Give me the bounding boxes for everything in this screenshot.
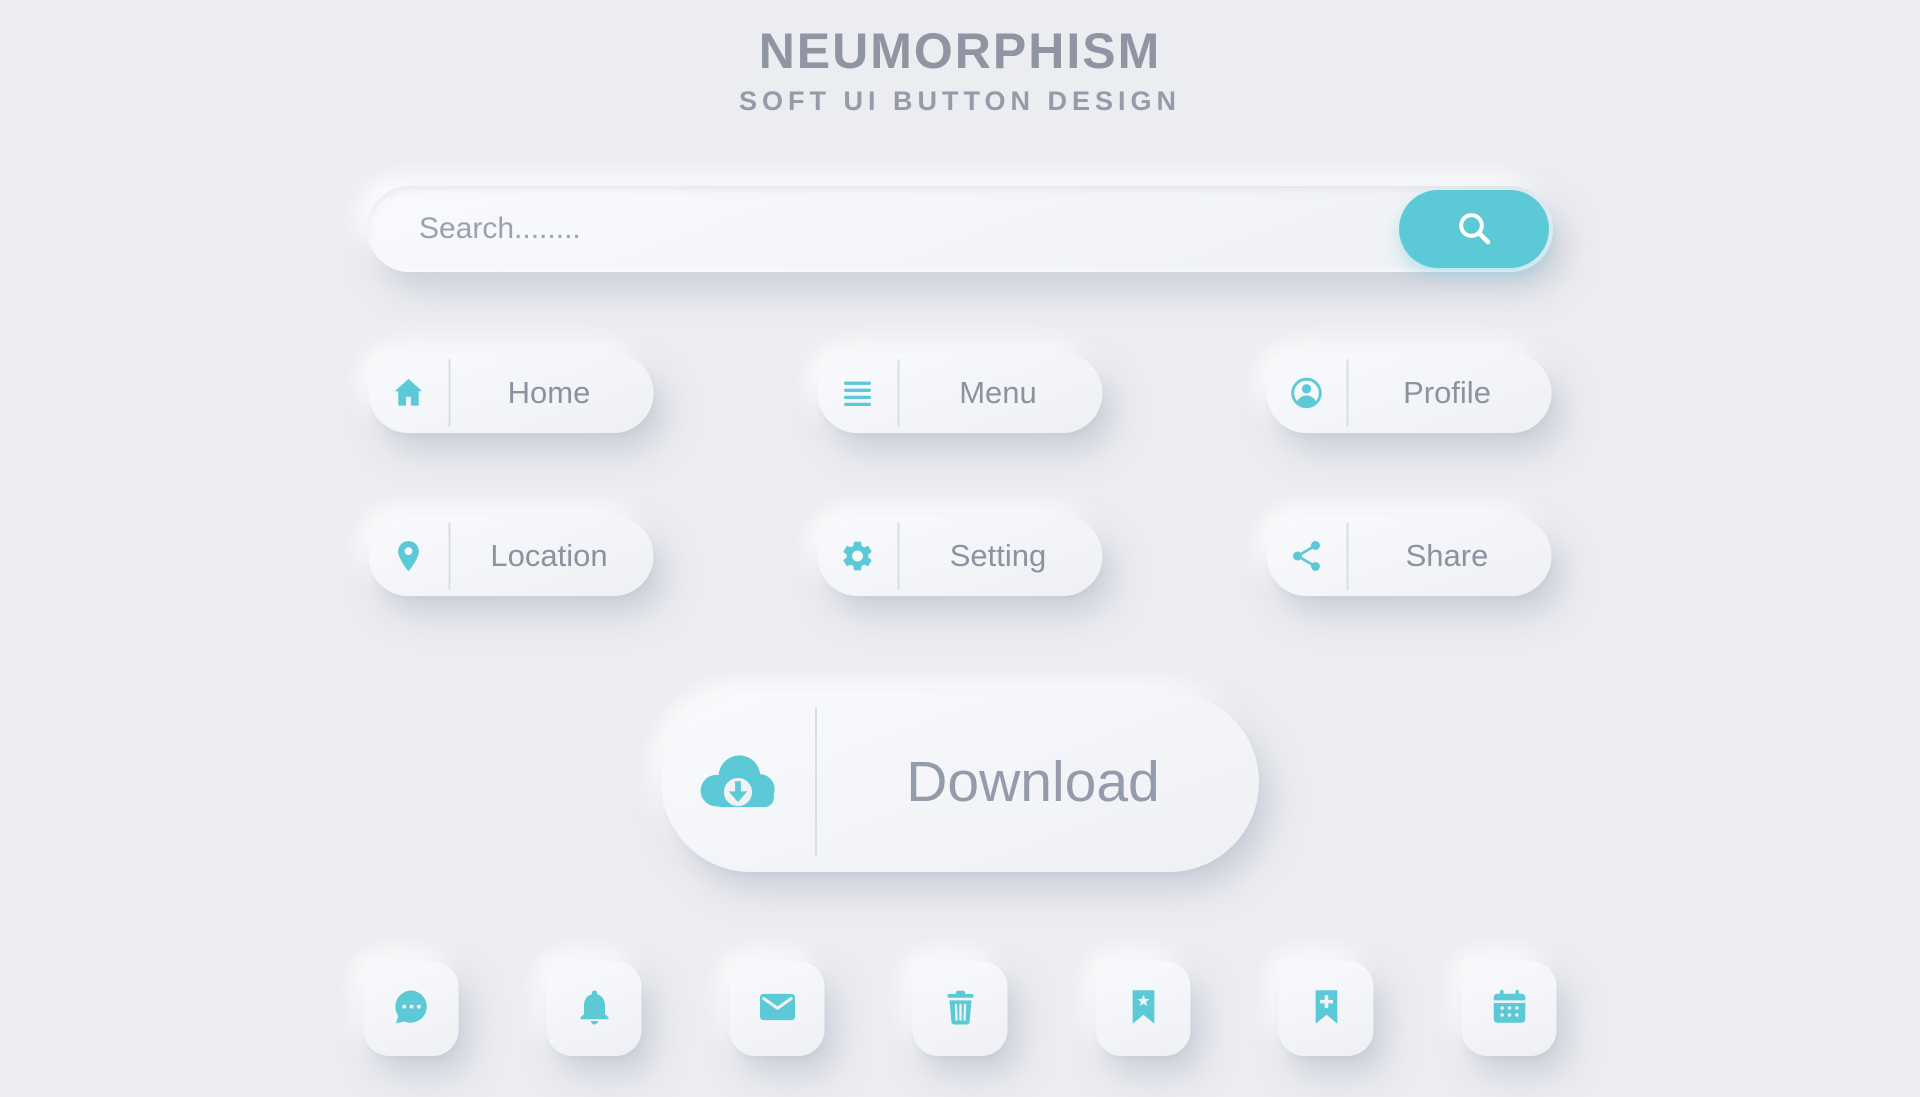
icon-button-row [363, 961, 1557, 1056]
divider [448, 522, 451, 590]
bookmark-star-icon [1122, 986, 1164, 1031]
profile-button[interactable]: Profile [1266, 353, 1552, 433]
bookmark-add-icon [1305, 986, 1347, 1031]
gear-icon [818, 538, 898, 574]
divider [815, 707, 817, 857]
header: NEUMORPHISM SOFT UI BUTTON DESIGN [0, 22, 1920, 117]
home-label: Home [507, 375, 591, 410]
profile-label: Profile [1403, 375, 1491, 410]
profile-icon [1267, 375, 1347, 411]
download-button[interactable]: Download [661, 692, 1259, 872]
search-icon [1454, 208, 1494, 251]
chat-icon [390, 986, 432, 1031]
setting-button[interactable]: Setting [817, 516, 1103, 596]
location-button[interactable]: Location [368, 516, 654, 596]
menu-label: Menu [959, 375, 1037, 410]
home-icon [369, 375, 449, 411]
bookmark-star-button[interactable] [1095, 961, 1191, 1056]
trash-button[interactable] [912, 961, 1008, 1056]
menu-button[interactable]: Menu [817, 353, 1103, 433]
calendar-button[interactable] [1461, 961, 1557, 1056]
share-icon [1267, 538, 1347, 574]
divider [1346, 522, 1349, 590]
divider [897, 359, 900, 427]
home-button[interactable]: Home [368, 353, 654, 433]
share-label: Share [1405, 538, 1489, 573]
page-title: NEUMORPHISM [758, 23, 1162, 79]
search-input[interactable] [367, 186, 1553, 272]
page-subtitle: SOFT UI BUTTON DESIGN [738, 86, 1181, 116]
nav-button-grid: Home Menu P [368, 353, 1552, 596]
location-pin-icon [369, 538, 449, 574]
cloud-download-icon [661, 747, 815, 817]
calendar-icon [1488, 986, 1530, 1031]
divider [1346, 359, 1349, 427]
divider [448, 359, 451, 427]
share-button[interactable]: Share [1266, 516, 1552, 596]
setting-label: Setting [949, 538, 1047, 573]
mail-button[interactable] [729, 961, 825, 1056]
divider [897, 522, 900, 590]
download-label: Download [906, 750, 1160, 814]
search-button[interactable] [1399, 190, 1549, 268]
bookmark-add-button[interactable] [1278, 961, 1374, 1056]
bell-icon [573, 986, 615, 1031]
location-label: Location [490, 538, 608, 573]
trash-icon [939, 986, 981, 1031]
search-bar [367, 186, 1553, 272]
menu-icon [818, 375, 898, 411]
mail-icon [756, 986, 798, 1031]
chat-button[interactable] [363, 961, 459, 1056]
notification-button[interactable] [546, 961, 642, 1056]
